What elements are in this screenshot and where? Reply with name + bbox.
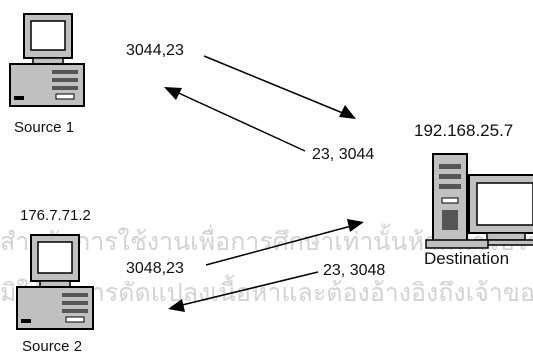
destination-computer-icon [426,154,533,248]
port-label-3044-23: 3044,23 [126,42,184,59]
destination-ip: 192.168.25.7 [414,121,513,140]
port-label-23-3044: 23, 3044 [312,146,374,163]
source-2-label: Source 2 [22,338,82,353]
port-label-23-3048: 23, 3048 [323,262,385,279]
port-label-3048-23: 3048,23 [126,260,184,277]
destination-label: Destination [424,249,509,268]
arrow-source1-to-destination [204,56,356,119]
source-1-label: Source 1 [14,119,74,136]
source-1-computer-icon [10,14,84,106]
arrow-destination-to-source1 [164,87,305,151]
source-2-ip: 176.7.71.2 [20,207,91,224]
